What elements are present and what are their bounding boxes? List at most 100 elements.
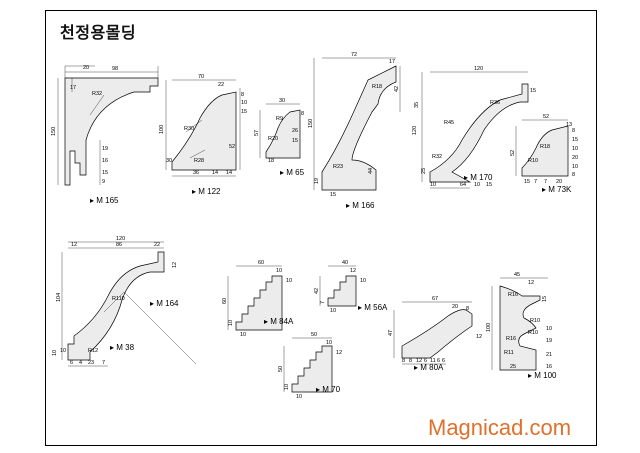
- profile-m164: 120 12 86 22 12 104 R110 ▸ M 164 R12 10 …: [52, 236, 197, 367]
- label-m165: ▸ M 165: [90, 196, 119, 205]
- dim-m122-r28: R28: [194, 158, 204, 164]
- dim-m65-height: 57: [254, 130, 260, 136]
- dim-m38-4: 4: [79, 360, 82, 366]
- dim-m80a-6a: 6: [424, 358, 427, 364]
- dim-m65-18: 18: [268, 158, 274, 164]
- dim-m80a-6b: 6: [437, 358, 440, 364]
- dim-m65-r9: R9: [276, 116, 283, 122]
- dim-m166-width: 72: [351, 52, 357, 58]
- dim-m80a-8c: 8: [409, 358, 412, 364]
- dim-m170-64: 64: [460, 182, 466, 188]
- dim-m73k-r10: R10: [528, 158, 538, 164]
- dim-m122-a: 8: [241, 92, 244, 98]
- label-m84a: ▸ M 84A: [264, 317, 294, 326]
- dim-m170-10a: 10: [430, 182, 436, 188]
- dim-m84a-width: 60: [258, 260, 264, 266]
- dim-m70-height: 50: [278, 366, 284, 372]
- dim-m122-30: 30: [166, 158, 172, 164]
- page-title: 천정용몰딩: [60, 23, 137, 42]
- dim-m73k-20b: 20: [556, 179, 562, 185]
- dim-m65-r20: R20: [268, 136, 278, 142]
- dim-m80a-8b: 8: [402, 358, 405, 364]
- dim-m80a-height: 47: [388, 330, 394, 336]
- label-m100: ▸ M 100: [528, 371, 557, 380]
- dim-m38-23: 23: [88, 360, 94, 366]
- dim-m38-7: 7: [102, 360, 105, 366]
- dim-m122-52: 52: [229, 144, 235, 150]
- dim-m100-21: 21: [546, 352, 552, 358]
- dim-m100-height: 100: [486, 323, 492, 332]
- dim-m164-width: 120: [116, 236, 125, 242]
- dim-m70-10a: 10: [326, 340, 332, 346]
- dim-m73k-height: 52: [510, 150, 516, 156]
- dim-m164-r110: R110: [112, 296, 125, 302]
- dim-m56a-height: 42: [314, 288, 320, 294]
- dim-m170-35: 35: [414, 102, 420, 108]
- dim-m73k-width: 52: [543, 114, 549, 120]
- dim-m166-r18: R18: [372, 84, 382, 90]
- dim-m122-r30: R30: [184, 126, 194, 132]
- label-m70: ▸ M 70: [316, 385, 341, 394]
- dim-m166-r23: R23: [333, 164, 343, 170]
- dim-m73k-7a: 7: [534, 179, 537, 185]
- dim-m73k-20: 20: [572, 155, 578, 161]
- dim-m122-height: 100: [159, 125, 165, 134]
- dim-m80a-11: 11: [430, 358, 436, 364]
- dim-m166-17: 17: [389, 59, 395, 65]
- dim-m80a-12b: 12: [416, 358, 422, 364]
- dim-m164-12: 12: [71, 242, 77, 248]
- label-m56a: ▸ M 56A: [358, 303, 388, 312]
- dim-m170-25: 25: [421, 168, 427, 174]
- dim-m165-top: 20: [83, 65, 89, 71]
- dim-m164-12b: 12: [172, 262, 178, 268]
- dim-m165-radius: R32: [92, 91, 102, 97]
- dim-m122-14a: 14: [212, 170, 218, 176]
- label-m170: ▸ M 170: [464, 173, 493, 182]
- dim-m100-r16a: R16: [508, 292, 518, 298]
- profile-m100: 45 12 R16 15 R10 100 R10 10 R16 19 R11 2…: [486, 272, 557, 380]
- dim-m73k-7b: 7: [544, 179, 547, 185]
- dim-m38-6: 6: [70, 360, 73, 366]
- profile-m84a: 60 10 10 60 10 10 ▸ M 84A: [222, 260, 294, 338]
- profile-m166: 72 17 R18 42 150 R23 44 19 15 ▸ M 166: [308, 52, 401, 210]
- dim-m170-r36: R36: [490, 100, 500, 106]
- dim-m38-10b: 10: [60, 348, 66, 354]
- dim-m56a-12: 12: [350, 268, 356, 274]
- dim-m165-width: 98: [112, 66, 118, 72]
- drawing-frame: [45, 10, 597, 446]
- dim-m166-height: 150: [308, 119, 314, 128]
- dim-m100-12: 12: [528, 280, 534, 286]
- dim-m80a-12: 12: [476, 334, 482, 340]
- profile-m122: 70 22 8 10 15 R30 100 52 R28 30 36 14 14…: [159, 74, 247, 196]
- dim-m100-15: 15: [542, 296, 548, 302]
- dim-m122-36: 36: [193, 170, 199, 176]
- dim-m73k-10a: 10: [572, 146, 578, 152]
- dim-m65-26: 26: [292, 128, 298, 134]
- dim-m56a-width: 40: [342, 260, 348, 266]
- dim-m100-r10b: R10: [528, 330, 538, 336]
- dim-m165-lip: 17: [70, 85, 76, 91]
- dim-m80a-width: 67: [432, 296, 438, 302]
- profile-m56a: 40 12 10 42 10 7 ▸ M 56A: [314, 260, 388, 314]
- profile-m70: 50 10 12 50 10 10 ▸ M 70: [278, 332, 342, 400]
- dim-m65-width: 30: [279, 98, 285, 104]
- label-m65: ▸ M 65: [280, 168, 305, 177]
- dim-m165-step4: 9: [102, 179, 105, 185]
- dim-m84a-10a: 10: [276, 268, 282, 274]
- dim-m170-width: 120: [474, 66, 483, 72]
- label-m122: ▸ M 122: [192, 187, 221, 196]
- dim-m170-15b: 15: [486, 182, 492, 188]
- dim-m56a-10b: 10: [330, 308, 336, 314]
- dim-m166-15: 15: [330, 192, 336, 198]
- dim-m73k-8: 8: [572, 128, 575, 134]
- watermark: Magnicad.com: [428, 415, 572, 440]
- dim-m122-b: 10: [241, 100, 247, 106]
- dim-m100-r16b: R16: [506, 336, 516, 342]
- dim-m100-r11: R11: [504, 350, 514, 356]
- profile-m170: 120 15 R36 35 120 R45 R32 25 10 64 10 15…: [412, 66, 536, 189]
- dim-m70-12: 12: [336, 350, 342, 356]
- dim-m100-10: 10: [546, 326, 552, 332]
- dim-m73k-15b: 15: [524, 179, 530, 185]
- dim-m84a-10d: 10: [240, 332, 246, 338]
- dim-m164-86: 86: [116, 242, 122, 248]
